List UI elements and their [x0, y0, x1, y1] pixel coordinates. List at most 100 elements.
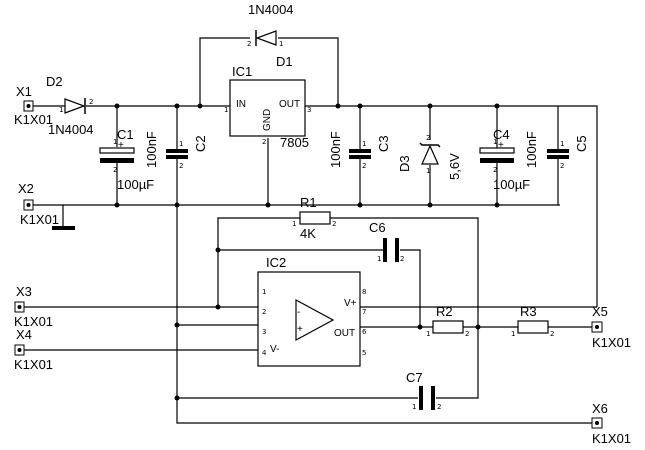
pin-label: 2: [362, 162, 366, 170]
pin-label: 2: [113, 166, 117, 174]
connector-x4[interactable]: X4 K1X01: [14, 327, 53, 372]
connector-x3-ref: X3: [16, 284, 32, 299]
pin-label: 1: [179, 140, 183, 148]
connector-x6-ref: X6: [592, 401, 608, 416]
connector-x1-ref: X1: [16, 84, 32, 99]
resistor-r3[interactable]: 1 2 R3: [511, 304, 554, 338]
resistor-r1[interactable]: 1 2 R1 4K: [292, 195, 336, 241]
polarity-plus: +: [118, 140, 124, 151]
pin-label: 1: [224, 106, 228, 114]
regulator-out-pin: OUT: [279, 99, 300, 110]
polarity-plus: +: [498, 140, 504, 151]
opamp-plus: +: [297, 324, 303, 335]
zener-diode-d3-ref: D3: [397, 155, 412, 172]
connector-x2-type: K1X01: [20, 212, 59, 227]
capacitor-c5-ref: C5: [574, 135, 589, 152]
capacitor-c4-value: 100µF: [493, 177, 530, 192]
connector-x2[interactable]: X2 K1X01: [18, 181, 59, 227]
capacitor-c1[interactable]: + 1 2 C1 100µF: [99, 127, 154, 192]
connector-x1-type: K1X01: [14, 112, 53, 127]
capacitor-c1-value: 100µF: [117, 177, 154, 192]
capacitor-c4-ref: C4: [493, 127, 510, 142]
capacitor-c5-value: 100nF: [524, 131, 539, 168]
pin-label: 1: [560, 140, 564, 148]
resistor-r1-ref: R1: [300, 195, 317, 210]
connector-x1[interactable]: X1 K1X01: [14, 84, 53, 127]
pin-label: 1: [511, 330, 515, 338]
capacitor-c3-value: 100nF: [328, 131, 343, 168]
capacitor-c7[interactable]: 1 2 C7: [406, 370, 441, 411]
pin-label: 1: [493, 138, 497, 146]
pin-label: 2: [262, 308, 266, 316]
pin-label: 2: [179, 162, 183, 170]
diode-d1[interactable]: 2 1 1N4004 D1: [247, 2, 294, 69]
capacitor-c7-ref: C7: [406, 370, 423, 385]
pin-label: 1: [426, 330, 430, 338]
diode-d2-value: 1N4004: [48, 122, 94, 137]
connector-x6[interactable]: X6 K1X01: [591, 401, 631, 446]
pin-label: 3: [307, 106, 311, 114]
regulator-gnd-pin: GND: [262, 109, 273, 131]
capacitor-c2[interactable]: 1 2 100nF C2: [144, 131, 208, 170]
pin-label: 2: [465, 330, 469, 338]
pin-label: 2: [493, 166, 497, 174]
capacitor-c1-ref: C1: [117, 127, 134, 142]
connector-x4-ref: X4: [16, 327, 32, 342]
pin-label: 1: [362, 140, 366, 148]
capacitor-c6-ref: C6: [369, 220, 386, 235]
pin-label: 2: [560, 162, 564, 170]
opamp-out-pin: OUT: [334, 328, 355, 339]
resistor-r3-ref: R3: [520, 304, 537, 319]
connector-x2-ref: X2: [18, 181, 34, 196]
pin-label: 2: [262, 138, 266, 146]
zener-diode-d3[interactable]: 2 1 D3 5,6V: [397, 134, 462, 180]
opamp-minus: -: [297, 307, 300, 318]
pin-label: 6: [362, 328, 367, 336]
connector-x5[interactable]: X5 K1X01: [591, 304, 631, 350]
pin-label: 1: [292, 220, 296, 228]
diode-d2[interactable]: 1 2 D2 1N4004: [46, 74, 94, 137]
pin-label: 1: [377, 255, 381, 263]
regulator-ic1[interactable]: IC1 IN OUT GND 1 3 2 7805: [224, 64, 311, 150]
zener-diode-d3-value: 5,6V: [447, 153, 462, 180]
regulator-ic1-ref: IC1: [232, 64, 252, 79]
capacitor-c5[interactable]: 1 2 100nF C5: [524, 131, 589, 170]
connector-x5-ref: X5: [592, 304, 608, 319]
pin-label: 1: [262, 288, 266, 296]
wires: [24, 37, 598, 424]
pin-label: 2: [550, 330, 554, 338]
connector-x6-type: K1X01: [592, 431, 631, 446]
pin-label: 2: [437, 403, 441, 411]
diode-d2-ref: D2: [46, 74, 63, 89]
pin-label: 8: [362, 288, 366, 296]
capacitor-c2-value: 100nF: [144, 131, 159, 168]
opamp-ic2-ref: IC2: [266, 255, 286, 270]
pin-label: 5: [362, 349, 366, 357]
pin-label: 1: [412, 403, 416, 411]
pin-label: 1: [426, 167, 430, 175]
pin-label: 2: [247, 40, 251, 48]
regulator-ic1-value: 7805: [280, 135, 309, 150]
junction-dots: [114, 103, 500, 401]
pin-label: 2: [426, 134, 430, 142]
capacitor-c6[interactable]: 1 2 C6: [369, 220, 404, 263]
pin-label: 2: [332, 220, 336, 228]
pin-label: 1: [113, 138, 117, 146]
connector-x3-type: K1X01: [14, 314, 53, 329]
opamp-vplus-pin: V+: [344, 298, 357, 309]
opamp-ic2[interactable]: IC2 1 2 3 4 8 7 6 5 - + V+ OUT V-: [257, 255, 367, 367]
diode-d1-value: 1N4004: [248, 2, 294, 17]
opamp-vminus-pin: V-: [270, 344, 279, 355]
capacitor-c4[interactable]: + 1 2 C4 100µF: [479, 127, 530, 192]
connector-x5-type: K1X01: [592, 335, 631, 350]
pin-label: 4: [262, 349, 267, 357]
resistor-r2[interactable]: 1 2 R2: [426, 304, 469, 338]
connector-x3[interactable]: X3 K1X01: [14, 284, 53, 329]
pin-label: 1: [279, 40, 283, 48]
capacitor-c3[interactable]: 1 2 100nF C3: [328, 131, 391, 170]
capacitor-c2-ref: C2: [193, 135, 208, 152]
pin-label: 7: [362, 308, 366, 316]
regulator-in-pin: IN: [236, 99, 246, 110]
pin-label: 3: [262, 328, 266, 336]
